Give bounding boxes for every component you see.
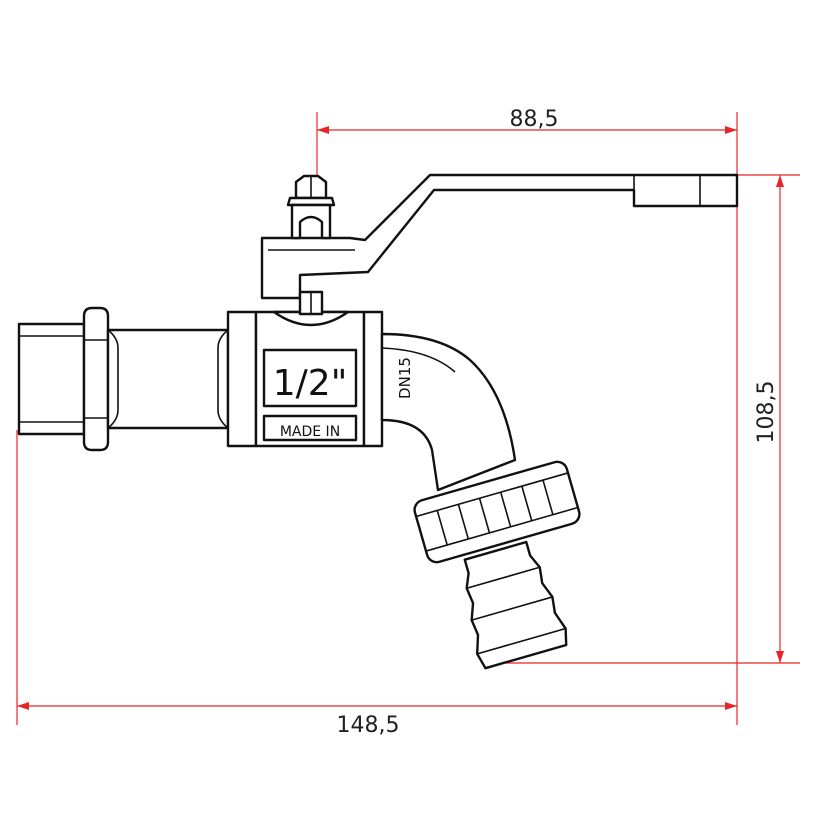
valve-body [226, 290, 384, 448]
lever-handle [260, 173, 739, 300]
hose-barb [463, 540, 568, 670]
made-in-marking: MADE IN [280, 424, 340, 440]
dimension-right: 108,5 [505, 174, 800, 664]
size-marking: 1/2" [273, 363, 348, 404]
coupling-nut [413, 460, 581, 564]
dimension-bottom-label: 148,5 [337, 713, 400, 738]
stem-nut [286, 174, 336, 240]
inlet-hex-nut [82, 306, 110, 452]
dimension-top: 88,5 [316, 107, 738, 178]
inlet-thread [17, 322, 86, 436]
dimension-top-label: 88,5 [510, 107, 559, 132]
dn-marking: DN15 [396, 357, 414, 399]
dimension-right-label: 108,5 [754, 381, 779, 444]
inlet-neck [106, 328, 230, 430]
dimension-bottom: 148,5 [16, 178, 738, 738]
spout-elbow [380, 332, 517, 492]
